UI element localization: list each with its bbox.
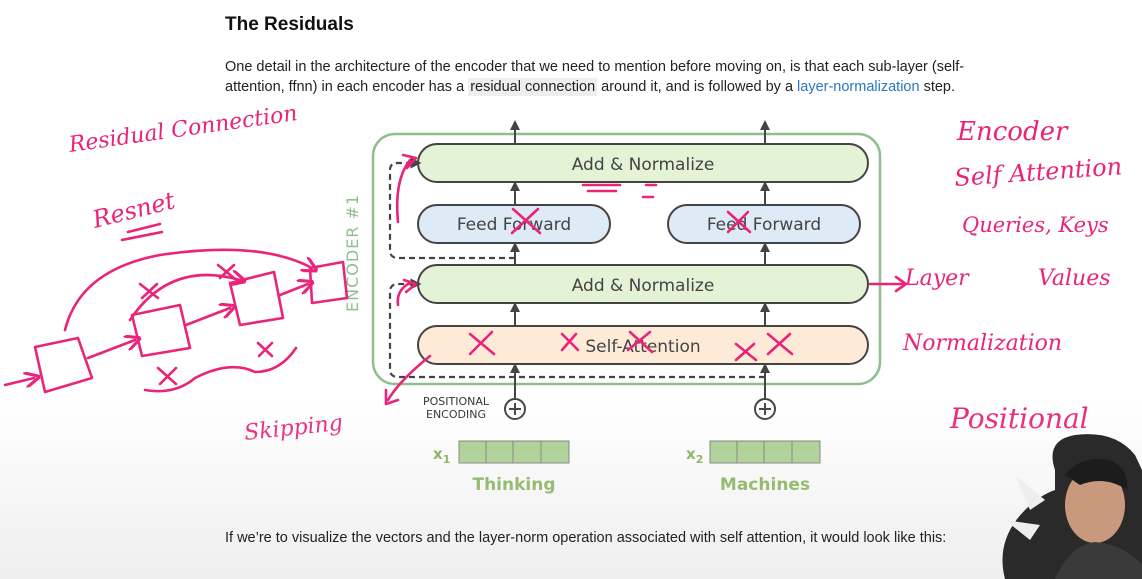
handwriting-residual-connection: Residual Connection <box>66 101 299 158</box>
resnet-sketch <box>308 260 349 305</box>
positional-label-line2: ENCODING <box>426 408 486 421</box>
resnet-sketch <box>128 275 240 322</box>
resnet-sketch <box>3 378 34 385</box>
residual-connection-highlight: residual connection <box>468 78 598 96</box>
x2-label: x2 <box>686 445 703 466</box>
resnet-sketch <box>278 284 308 297</box>
pen-annotations <box>3 153 908 406</box>
x1-label: x1 <box>433 445 450 466</box>
self-attention-label: Self-Attention <box>585 337 700 357</box>
resnet-sketch <box>63 248 312 332</box>
feed-forward-label-2: Feed Forward <box>707 215 821 235</box>
layer-normalization-link[interactable]: layer-normalization <box>797 79 920 95</box>
plus-circle-icon-2 <box>754 398 776 420</box>
paragraph-text-1: One detail in the architecture of the en… <box>225 59 965 95</box>
handwriting-encoder: Encoder <box>956 117 1069 147</box>
handwriting-self-attention: Self Attention <box>953 152 1122 192</box>
resnet-sketch <box>184 308 230 327</box>
cross-mark <box>734 342 758 362</box>
encoder-frame <box>371 132 882 386</box>
ink-arrow <box>395 153 418 224</box>
cross-mark <box>510 207 542 235</box>
ink-arrow <box>868 275 908 293</box>
resnet-sketch <box>138 282 160 300</box>
handwriting-values: Values <box>1038 266 1111 291</box>
cross-mark <box>726 210 752 234</box>
word-thinking: Thinking <box>472 475 555 495</box>
resnet-sketch <box>156 366 178 386</box>
paragraph-text-2: around it, and is followed by a <box>597 79 798 95</box>
feed-forward-label-1: Feed Forward <box>457 215 571 235</box>
cross-mark <box>560 332 580 352</box>
article-paragraph: One detail in the architecture of the en… <box>225 57 1005 97</box>
plus-circle-icon-1 <box>504 398 526 420</box>
handwriting-queries-keys: Queries, Keys <box>962 213 1109 237</box>
add-normalize-bottom-label: Add & Normalize <box>572 276 715 296</box>
handwriting-skipping: Skipping <box>243 411 344 446</box>
article-title: The Residuals <box>225 14 354 35</box>
resnet-sketch <box>130 303 192 358</box>
resnet-sketch <box>216 263 236 280</box>
paragraph-text-3: step. <box>919 79 956 95</box>
resnet-sketch <box>143 346 298 393</box>
encoder-label: ENCODER #1 <box>343 194 362 312</box>
add-normalize-top-label: Add & Normalize <box>572 155 715 175</box>
handwriting-layer: Layer <box>904 266 970 291</box>
presenter-webcam <box>1002 434 1142 579</box>
underline-mark <box>581 183 658 199</box>
ink-arrow <box>396 278 418 307</box>
resnet-sketch <box>256 341 274 358</box>
cross-mark <box>766 332 794 356</box>
resnet-sketch <box>33 336 94 394</box>
handwriting-normalization: Normalization <box>902 331 1062 356</box>
handwriting-resnet: Resnet <box>89 186 178 234</box>
resnet-sketch <box>86 340 135 360</box>
positional-label-line1: POSITIONAL <box>423 395 490 408</box>
cross-mark <box>468 330 496 356</box>
resnet-underline <box>120 222 164 242</box>
word-machines: Machines <box>720 475 810 495</box>
vector-x2 <box>709 440 821 464</box>
bottom-paragraph: If we’re to visualize the vectors and th… <box>225 530 947 546</box>
cross-mark <box>626 330 654 354</box>
vector-x1 <box>458 440 570 464</box>
